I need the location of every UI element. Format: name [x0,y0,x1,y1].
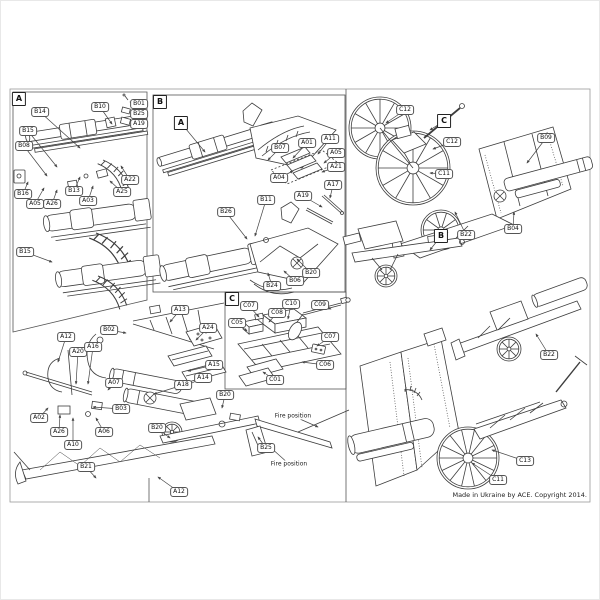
section-letter-c: C [225,292,239,306]
part-label-c09: C09 [311,300,329,310]
part-label-a13: A13 [171,305,189,315]
part-label-b10: B10 [91,102,109,112]
part-label-b09: B09 [537,133,555,143]
part-label-a02: A02 [30,413,48,423]
part-label-b24: B24 [263,281,281,291]
part-label-b20: B20 [302,268,320,278]
annotation-fire-position: Fire position [269,460,309,468]
leader-line [27,130,58,168]
part-label-a04: A04 [270,173,288,183]
part-label-a05: A05 [327,148,345,158]
leader-line [39,111,81,149]
part-label-a06: A06 [95,427,113,437]
part-label-c13: C13 [516,456,534,466]
part-label-b01: B01 [130,99,148,109]
spoked-wheel [436,426,500,490]
part-label-b16: B16 [14,189,32,199]
part-label-a22: A22 [121,175,139,185]
part-label-a12: A12 [170,487,188,497]
limber-with-wheels [348,96,465,206]
part-label-b11: B11 [257,195,275,205]
section-letter-c: C [437,114,451,128]
part-label-a17: A17 [324,180,342,190]
part-label-a10: A10 [64,440,82,450]
part-label-a26: A26 [43,199,61,209]
spoked-wheel [374,264,398,288]
part-label-a11: A11 [321,134,339,144]
part-label-b22: B22 [457,230,475,240]
part-label-a19: A19 [130,119,148,129]
part-label-b25: B25 [257,443,275,453]
part-label-c07: C07 [240,301,258,311]
sheet-border [9,88,591,503]
part-label-a14: A14 [194,373,212,383]
part-label-a20: A20 [69,347,87,357]
copyright-text: Made in Ukraine by ACE. Copyright 2014. [452,491,587,499]
annotation-fire-position: Fire position [273,412,313,420]
part-label-b02: B02 [100,325,118,335]
part-label-b06: B06 [286,276,304,286]
panel-borders [12,89,347,502]
section-letter-b: B [433,229,449,243]
part-label-c06: C06 [316,360,334,370]
leader-line [74,351,79,385]
part-label-b15: B15 [16,247,34,257]
part-label-c10: C10 [282,299,300,309]
part-label-a26: A26 [50,427,68,437]
part-label-a01: A01 [298,138,316,148]
part-label-b25: B25 [130,109,148,119]
part-label-a07: A07 [105,378,123,388]
spoked-wheel [496,336,522,362]
part-label-c01: C01 [266,375,284,385]
part-label-b14: B14 [31,107,49,117]
part-label-a05: A05 [26,199,44,209]
part-label-a21: A21 [327,162,345,172]
leader-line [23,145,48,177]
part-label-b07: B07 [271,143,289,153]
part-label-c12: C12 [443,137,461,147]
part-label-a12: A12 [57,332,75,342]
part-label-b20: B20 [216,390,234,400]
section-letter-b: B [152,95,168,109]
part-label-b13: B13 [65,186,83,196]
part-label-a18: A18 [174,380,192,390]
part-label-a25: A25 [113,187,131,197]
part-label-c12: C12 [396,105,414,115]
section-letter-a: A [11,92,27,106]
part-label-c07: C07 [321,332,339,342]
part-label-b08: B08 [15,141,33,151]
part-label-c11: C11 [435,169,453,179]
part-label-b22: B22 [540,350,558,360]
part-label-c11: C11 [489,475,507,485]
part-label-a03: A03 [79,196,97,206]
leader-line [86,346,94,385]
panel-a-barrel-assembly-1 [24,93,150,193]
part-label-b15: B15 [19,126,37,136]
part-label-b20: B20 [148,423,166,433]
part-label-a19: A19 [294,191,312,201]
part-label-a16: A16 [84,342,102,352]
part-label-b04: B04 [504,224,522,234]
travel-view-2 [450,277,588,362]
part-label-c05: C05 [228,318,246,328]
part-label-b03: B03 [112,404,130,414]
section-letter-a: A [173,116,189,130]
part-label-b26: B26 [217,207,235,217]
part-label-a24: A24 [199,323,217,333]
part-label-c08: C08 [268,308,286,318]
part-label-a15: A15 [205,360,223,370]
front-view-gun [347,327,588,490]
part-label-b21: B21 [77,462,95,472]
leader-line [254,199,267,237]
